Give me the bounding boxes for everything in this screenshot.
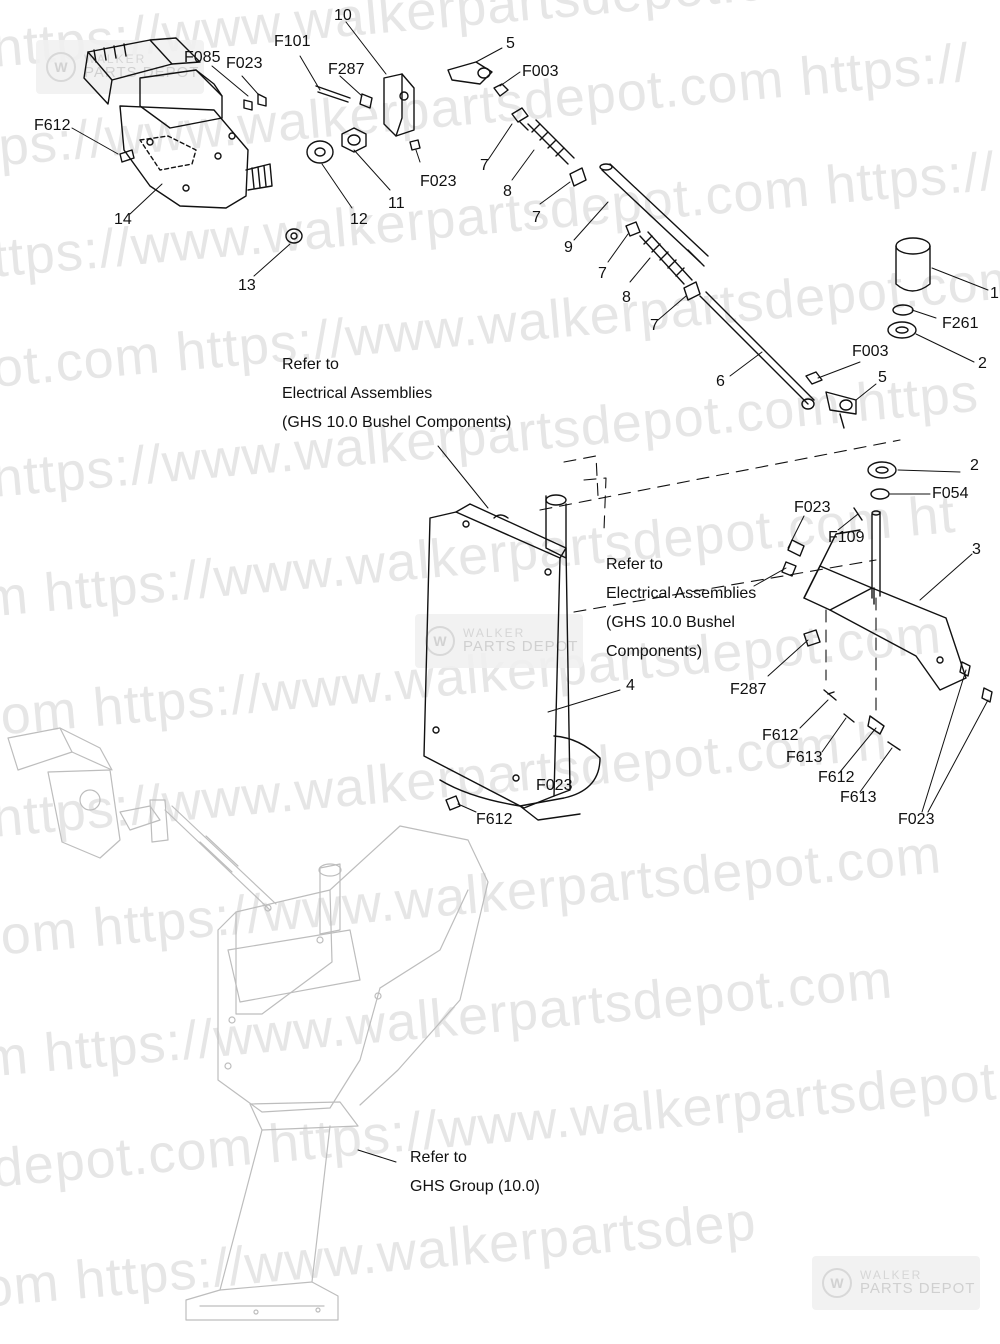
callout-label: F612 [818, 769, 855, 786]
note-line: GHS Group (10.0) [410, 1178, 540, 1195]
callout-label: F287 [328, 61, 365, 78]
walker-logo-watermark: W WALKER PARTS DEPOT [812, 1256, 980, 1310]
rod-6 [699, 291, 815, 410]
rod-end-5-top [447, 61, 509, 97]
logo-line-1: WALKER [463, 625, 526, 640]
screw-f612-cover [445, 795, 461, 811]
note-ghs-group: Refer to GHS Group (10.0) [410, 1143, 540, 1201]
callout-label: F003 [852, 343, 889, 360]
callout-label: 11 [388, 195, 405, 212]
context-assembly-faded [7, 727, 489, 1321]
note-line: Components) [606, 643, 703, 660]
note-line: Refer to [606, 556, 663, 573]
callout-label: F023 [536, 777, 573, 794]
motor-assembly [83, 37, 273, 209]
bushel-cover-4 [423, 494, 601, 821]
callout-label: 9 [564, 239, 573, 256]
note-electrical-assemblies-2: Refer to Electrical Assemblies (GHS 10.0… [606, 550, 756, 666]
callout-label: F023 [898, 811, 935, 828]
spring-lower [625, 221, 701, 301]
callout-label: 12 [350, 211, 368, 228]
callout-label: F612 [476, 811, 513, 828]
callout-label: F612 [34, 117, 71, 134]
walker-logo-watermark: W WALKER PARTS DEPOT [36, 40, 204, 94]
callout-label: 14 [114, 211, 132, 228]
leader-lines [71, 21, 989, 1163]
bracket-10 [119, 73, 421, 163]
callout-label: 6 [716, 373, 725, 390]
walker-logo-icon: W [822, 1268, 852, 1298]
callout-label: 2 [978, 355, 987, 372]
callout-label: F023 [226, 55, 263, 72]
callout-label: F612 [762, 727, 799, 744]
construction-lines [539, 439, 901, 717]
note-line: Electrical Assemblies [606, 585, 757, 602]
note-line: Electrical Assemblies [282, 385, 433, 402]
callout-label: F287 [730, 681, 767, 698]
callout-label: F101 [274, 33, 311, 50]
callout-label: F261 [942, 315, 979, 332]
note-line: (GHS 10.0 Bushel Components) [282, 414, 512, 431]
callout-label: F613 [840, 789, 877, 806]
hardware-washers [285, 127, 367, 244]
spring-upper [511, 107, 587, 187]
logo-line-2: PARTS DEPOT [463, 638, 579, 656]
callout-label: 8 [503, 183, 512, 200]
note-line: (GHS 10.0 Bushel [606, 614, 735, 631]
callout-label: 5 [878, 369, 887, 386]
callout-label: 7 [598, 265, 607, 282]
logo-line-1: WALKER [860, 1267, 923, 1282]
bracket-3 [781, 507, 993, 751]
callout-label: 5 [506, 35, 515, 52]
walker-logo-icon: W [425, 626, 455, 656]
callout-label: 7 [480, 157, 489, 174]
callout-label: 4 [626, 677, 635, 694]
walker-logo-watermark: W WALKER PARTS DEPOT [415, 614, 583, 668]
callout-label: 1 [990, 285, 999, 302]
callout-label: 8 [622, 289, 631, 306]
note-line: Refer to [282, 356, 339, 373]
callout-label: F054 [932, 485, 969, 502]
callout-label: F023 [794, 499, 831, 516]
callout-label: 13 [238, 277, 256, 294]
callout-label: F003 [522, 63, 559, 80]
rod-9 [599, 163, 709, 267]
callout-label: 3 [972, 541, 981, 558]
callout-label: 7 [532, 209, 541, 226]
note-electrical-assemblies: Refer to Electrical Assemblies (GHS 10.0… [282, 350, 511, 437]
callout-label: F109 [828, 529, 865, 546]
logo-line-2: PARTS DEPOT [860, 1280, 976, 1298]
logo-line-1: WALKER [84, 51, 147, 66]
bushing-1 [867, 237, 931, 500]
callout-label: 7 [650, 317, 659, 334]
walker-logo-icon: W [46, 52, 76, 82]
callout-label: 2 [970, 457, 979, 474]
callout-label: 10 [334, 7, 352, 24]
note-line: Refer to [410, 1149, 467, 1166]
rod-end-5-lower [805, 371, 857, 429]
callout-label: F613 [786, 749, 823, 766]
callout-label: F023 [420, 173, 457, 190]
callout-label: F085 [184, 49, 221, 66]
